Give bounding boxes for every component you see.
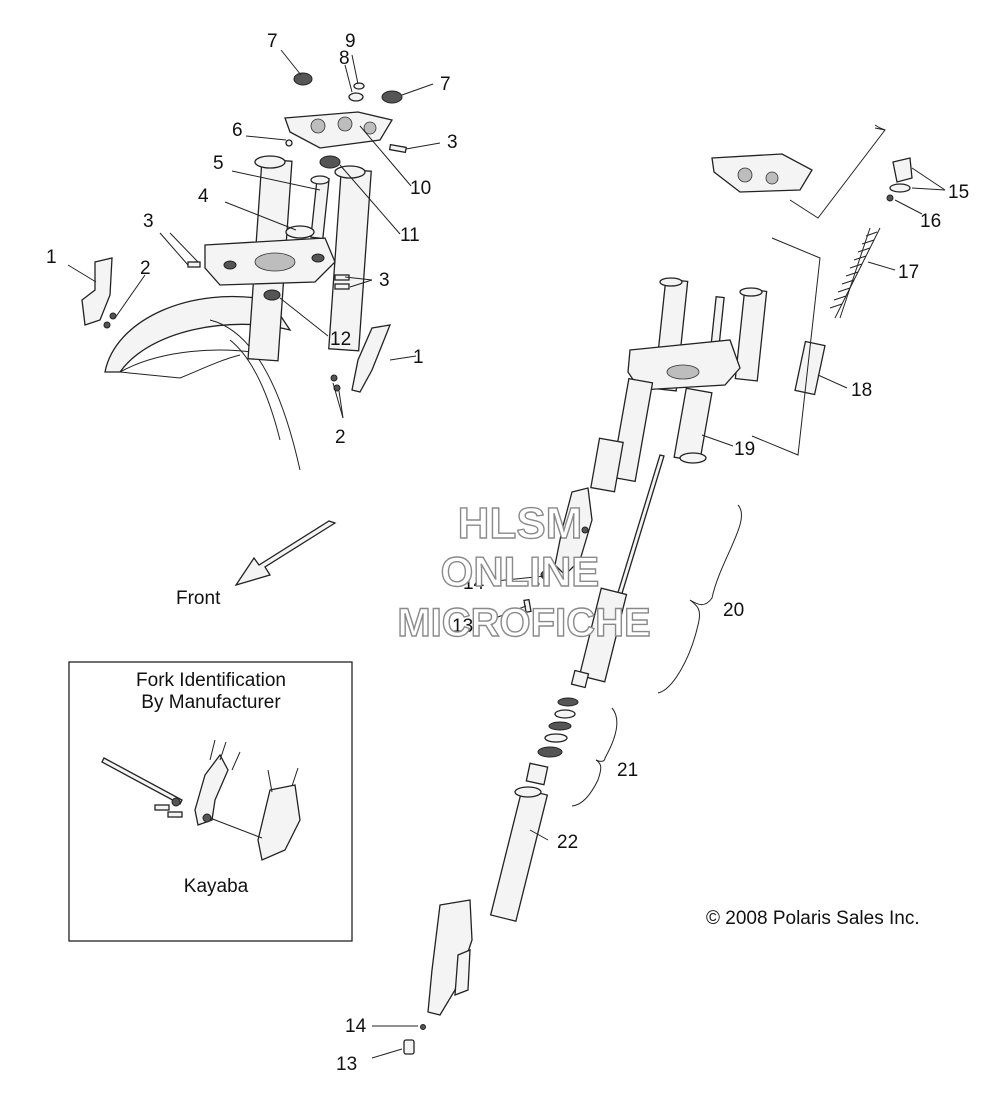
callout-7: 7 [267, 31, 278, 52]
callout-13: 13 [452, 616, 473, 637]
inset-title-line1: Fork Identification [136, 670, 286, 691]
fork-assembly-exploded [403, 124, 913, 1055]
callout-16: 16 [920, 211, 941, 232]
inset-title-line2: By Manufacturer [141, 692, 281, 713]
callout-4: 4 [198, 186, 209, 207]
callout-2: 2 [335, 427, 346, 448]
watermark-line3: MICROFICHE [397, 601, 650, 645]
callout-14: 14 [345, 1016, 367, 1037]
callout-9: 9 [345, 31, 356, 52]
watermark-line2: ONLINE [441, 548, 600, 595]
callout-labels: 1 1 2 2 3 3 3 4 5 6 7 7 8 9 10 11 12 13 … [46, 31, 969, 1075]
inset-manufacturer-label: Kayaba [184, 876, 249, 897]
leader-lines [67, 49, 946, 1059]
callout-3: 3 [379, 270, 390, 291]
callout-1: 1 [46, 247, 57, 268]
callout-3: 3 [447, 132, 458, 153]
callout-17: 17 [898, 262, 919, 283]
callout-8: 8 [339, 48, 350, 69]
callout-1: 1 [413, 347, 424, 368]
watermark-line1: HLSM [458, 499, 583, 548]
callout-13: 13 [336, 1054, 357, 1075]
callout-20: 20 [723, 600, 744, 621]
copyright-text: © 2008 Polaris Sales Inc. [706, 908, 920, 929]
callout-2: 2 [140, 258, 151, 279]
watermark: HLSM ONLINE MICROFICHE [397, 498, 652, 645]
callout-15: 15 [948, 182, 969, 203]
callout-22: 22 [557, 832, 578, 853]
front-direction-arrow-icon [234, 520, 337, 587]
callout-5: 5 [213, 153, 224, 174]
callout-14: 14 [463, 573, 485, 594]
callout-6: 6 [232, 120, 243, 141]
front-label: Front [176, 588, 221, 609]
callout-21: 21 [617, 760, 638, 781]
fork-identification-inset: Fork Identification By Manufacturer Kaya… [68, 661, 353, 942]
callout-7: 7 [440, 74, 451, 95]
spring [829, 227, 881, 319]
callout-18: 18 [851, 380, 872, 401]
callout-3: 3 [143, 211, 154, 232]
callout-12: 12 [330, 329, 351, 350]
callout-19: 19 [734, 439, 755, 460]
front-fender-and-fork-assembly [81, 72, 407, 471]
callout-11: 11 [400, 225, 420, 246]
callout-10: 10 [410, 178, 431, 199]
